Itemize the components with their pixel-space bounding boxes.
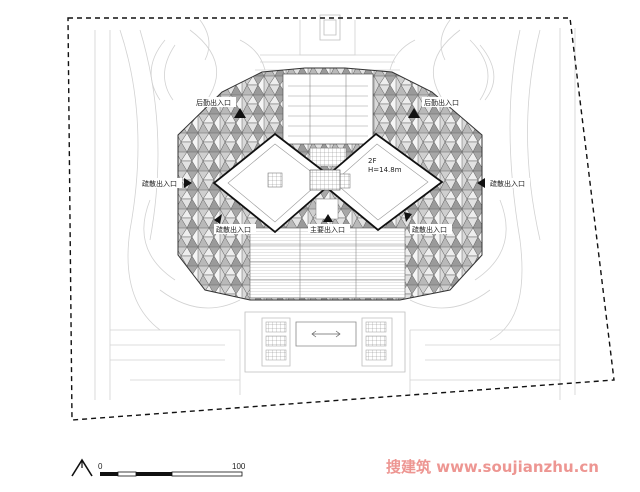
watermark-text: 搜建筑 www.soujianzhu.cn [386,458,599,476]
north-arrow-icon [71,458,93,477]
site-context-lines [94,14,576,400]
svg-text:疏散出入口: 疏散出入口 [142,179,177,188]
svg-text:疏散出入口: 疏散出入口 [490,179,525,188]
site-boundary [67,17,615,421]
svg-text:疏散出入口: 疏散出入口 [216,225,251,234]
entrance-plaza-block [244,311,406,373]
arrow-marker-evac-lower-left [214,214,222,224]
entrance-label-evac-left: 疏散出入口 [140,178,182,188]
arrow-marker-logistics-left [234,108,246,118]
svg-text:后勤出入口: 后勤出入口 [424,98,459,107]
arrow-marker-logistics-right [408,108,420,118]
arrow-marker-evac-lower-right [404,212,412,222]
entrance-label-evac-lower-right: 疏散出入口 [410,224,452,234]
building-right-diamond [318,132,444,232]
entrance-label-logistics-left: 后勤出入口 [194,97,236,107]
svg-text:后勤出入口: 后勤出入口 [196,98,231,107]
svg-text:疏散出入口: 疏散出入口 [412,225,447,234]
height-label: H=14.8m [368,166,402,174]
scale-start-label: 0 [98,462,103,471]
arrow-marker-evac-left [184,178,192,188]
scale-bar: 0 100 [98,462,246,477]
svg-text:主要出入口: 主要出入口 [310,225,345,234]
central-link-core [309,169,341,191]
arrow-marker-evac-right [477,178,485,188]
entrance-label-main: 主要出入口 [308,224,350,234]
entrance-label-evac-lower-left: 疏散出入口 [214,224,256,234]
entrance-label-evac-right: 疏散出入口 [488,178,530,188]
building-left-diamond [212,132,337,234]
entrance-label-logistics-right: 后勤出入口 [422,97,464,107]
arrow-marker-main [323,214,333,222]
scale-end-label: 100 [232,462,246,471]
level-label: 2F [368,157,376,165]
